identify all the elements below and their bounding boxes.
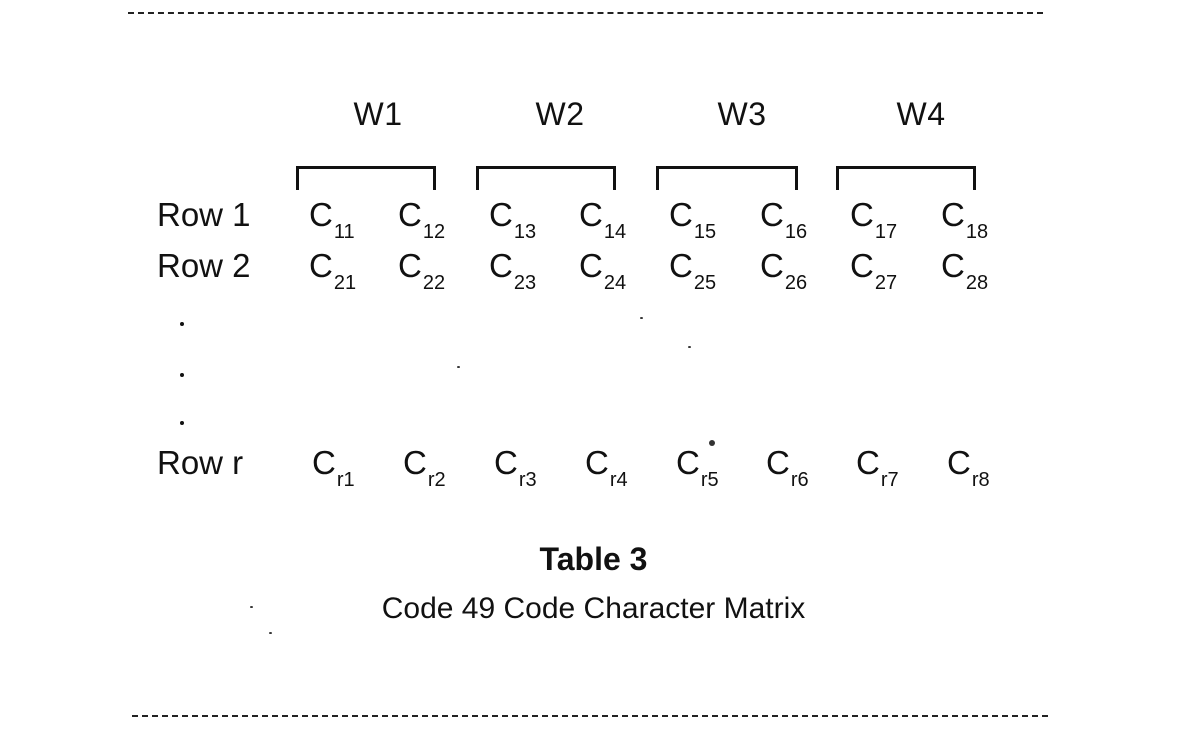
matrix-cell: Cr4 xyxy=(585,444,628,491)
scan-speck xyxy=(640,317,643,319)
row-label-1: Row 1 xyxy=(157,196,251,233)
word-bracket-w1 xyxy=(296,166,436,190)
ellipsis-dot xyxy=(180,373,184,377)
matrix-cell: C27 xyxy=(850,247,898,294)
table-caption-title: Table 3 xyxy=(539,541,648,577)
matrix-cell: Cr3 xyxy=(494,444,537,491)
ellipsis-dot xyxy=(180,322,184,326)
matrix-cell: Cr1 xyxy=(312,444,355,491)
matrix-cell: C24 xyxy=(579,247,627,294)
scan-speck xyxy=(688,346,691,348)
matrix-cell: C22 xyxy=(398,247,446,294)
matrix-cell: C17 xyxy=(850,196,898,243)
matrix-cell: C12 xyxy=(398,196,446,243)
matrix-cell: Cr6 xyxy=(766,444,809,491)
ellipsis-dot xyxy=(180,421,184,425)
word-label-w2: W2 xyxy=(535,96,585,132)
matrix-cell: C21 xyxy=(309,247,357,294)
matrix-cell: Cr7 xyxy=(856,444,899,491)
matrix-cell: C11 xyxy=(309,196,355,243)
matrix-cell: C18 xyxy=(941,196,989,243)
top-dashed-rule xyxy=(128,12,1043,14)
matrix-cell: C15 xyxy=(669,196,717,243)
scan-speck xyxy=(250,606,253,608)
matrix-cell: C26 xyxy=(760,247,808,294)
word-label-w4: W4 xyxy=(896,96,946,132)
matrix-cell: C16 xyxy=(760,196,808,243)
matrix-cell: Cr8 xyxy=(947,444,990,491)
row-label-r: Row r xyxy=(157,444,244,481)
matrix-cell: C23 xyxy=(489,247,537,294)
matrix-cell: Cr2 xyxy=(403,444,446,491)
word-bracket-w4 xyxy=(836,166,976,190)
matrix-cell: Cr5 xyxy=(676,444,719,491)
scan-speck xyxy=(709,440,715,446)
table-caption-subtitle: Code 49 Code Character Matrix xyxy=(381,592,806,625)
word-bracket-w3 xyxy=(656,166,798,190)
row-label-2: Row 2 xyxy=(157,247,251,284)
bottom-dashed-rule xyxy=(132,715,1048,717)
matrix-cell: C25 xyxy=(669,247,717,294)
matrix-cell: C13 xyxy=(489,196,537,243)
word-label-w3: W3 xyxy=(717,96,767,132)
matrix-cell: C28 xyxy=(941,247,989,294)
word-bracket-w2 xyxy=(476,166,616,190)
scan-speck xyxy=(457,366,460,368)
scan-speck xyxy=(269,632,272,634)
matrix-cell: C14 xyxy=(579,196,627,243)
word-label-w1: W1 xyxy=(353,96,403,132)
